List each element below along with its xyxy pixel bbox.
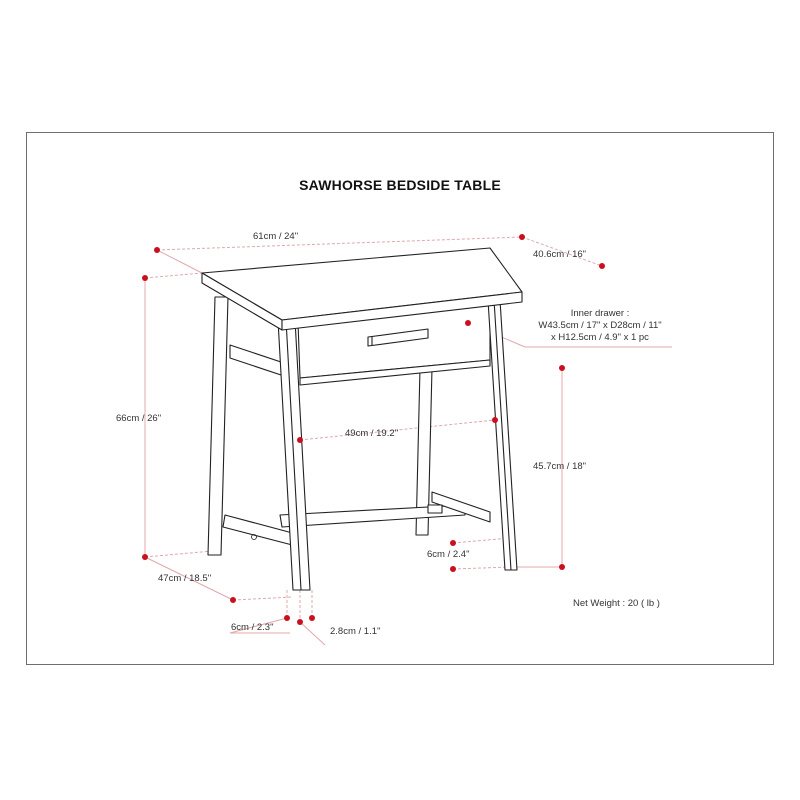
inner-width-label: 49cm / 19.2'' bbox=[345, 428, 399, 439]
leg-thickness-label: 2.8cm / 1.1'' bbox=[330, 626, 381, 637]
dimension-dots bbox=[142, 234, 605, 625]
depth-label: 40.6cm / 16" bbox=[533, 249, 587, 260]
base-depth-label: 47cm / 18.5'' bbox=[158, 573, 212, 584]
height-label: 66cm / 26" bbox=[116, 413, 162, 424]
leg-width-label: 6cm / 2.3" bbox=[231, 622, 274, 633]
leg-height-label: 45.7cm / 18" bbox=[533, 461, 587, 472]
inner-drawer-label: Inner drawer : W43.5cm / 17" x D28cm / 1… bbox=[525, 308, 675, 344]
inner-drawer-line-3: x H12.5cm / 4.9" x 1 pc bbox=[551, 332, 649, 343]
dimension-lines bbox=[144, 236, 603, 622]
stretcher-height-label: 6cm / 2.4" bbox=[427, 549, 470, 560]
inner-drawer-line-1: Inner drawer : bbox=[570, 308, 630, 319]
diagram-frame bbox=[26, 132, 774, 665]
width-label: 61cm / 24" bbox=[253, 231, 299, 242]
net-weight-label: Net Weight : 20 ( lb ) bbox=[573, 598, 660, 609]
table-outline bbox=[201, 247, 523, 591]
inner-drawer-line-2: W43.5cm / 17" x D28cm / 11" bbox=[538, 320, 662, 331]
diagram-title: SAWHORSE BEDSIDE TABLE bbox=[299, 177, 501, 193]
